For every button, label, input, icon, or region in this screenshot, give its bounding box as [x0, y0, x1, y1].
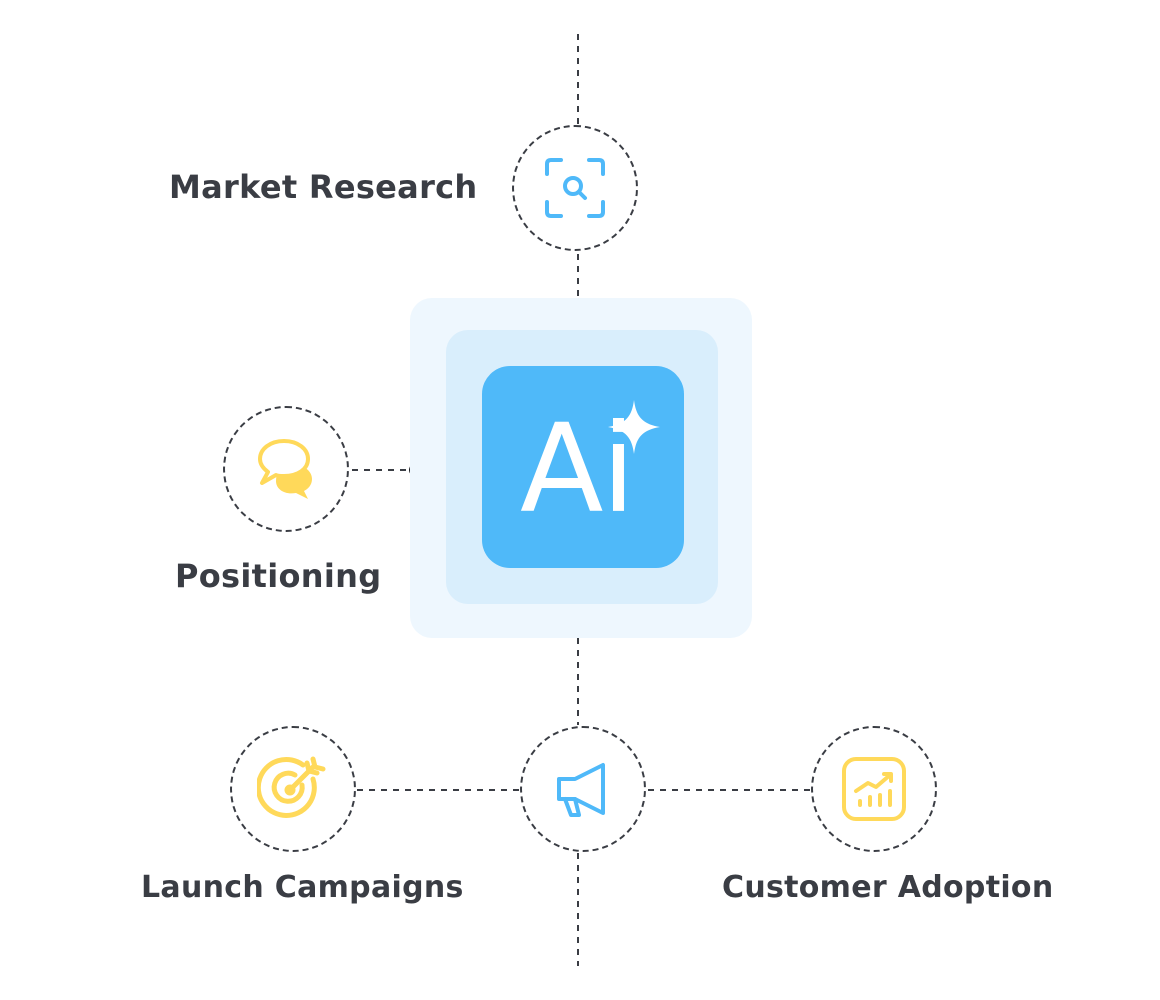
label-positioning: Positioning	[175, 557, 382, 595]
target-icon	[257, 756, 326, 818]
label-launch-campaigns: Launch Campaigns	[141, 870, 464, 905]
growth-chart-icon	[842, 757, 906, 821]
node-launch-campaigns	[230, 726, 356, 852]
megaphone-icon	[557, 763, 605, 817]
chat-bubbles-icon	[258, 439, 312, 499]
label-customer-adoption: Customer Adoption	[722, 870, 1054, 905]
ai-tile	[482, 366, 684, 568]
sparkle-icon	[608, 400, 660, 454]
node-megaphone	[520, 726, 646, 852]
search-scan-icon	[545, 158, 605, 218]
label-market-research: Market Research	[169, 168, 478, 206]
node-positioning	[223, 406, 349, 532]
node-market-research	[512, 125, 638, 251]
node-customer-adoption	[811, 726, 937, 852]
